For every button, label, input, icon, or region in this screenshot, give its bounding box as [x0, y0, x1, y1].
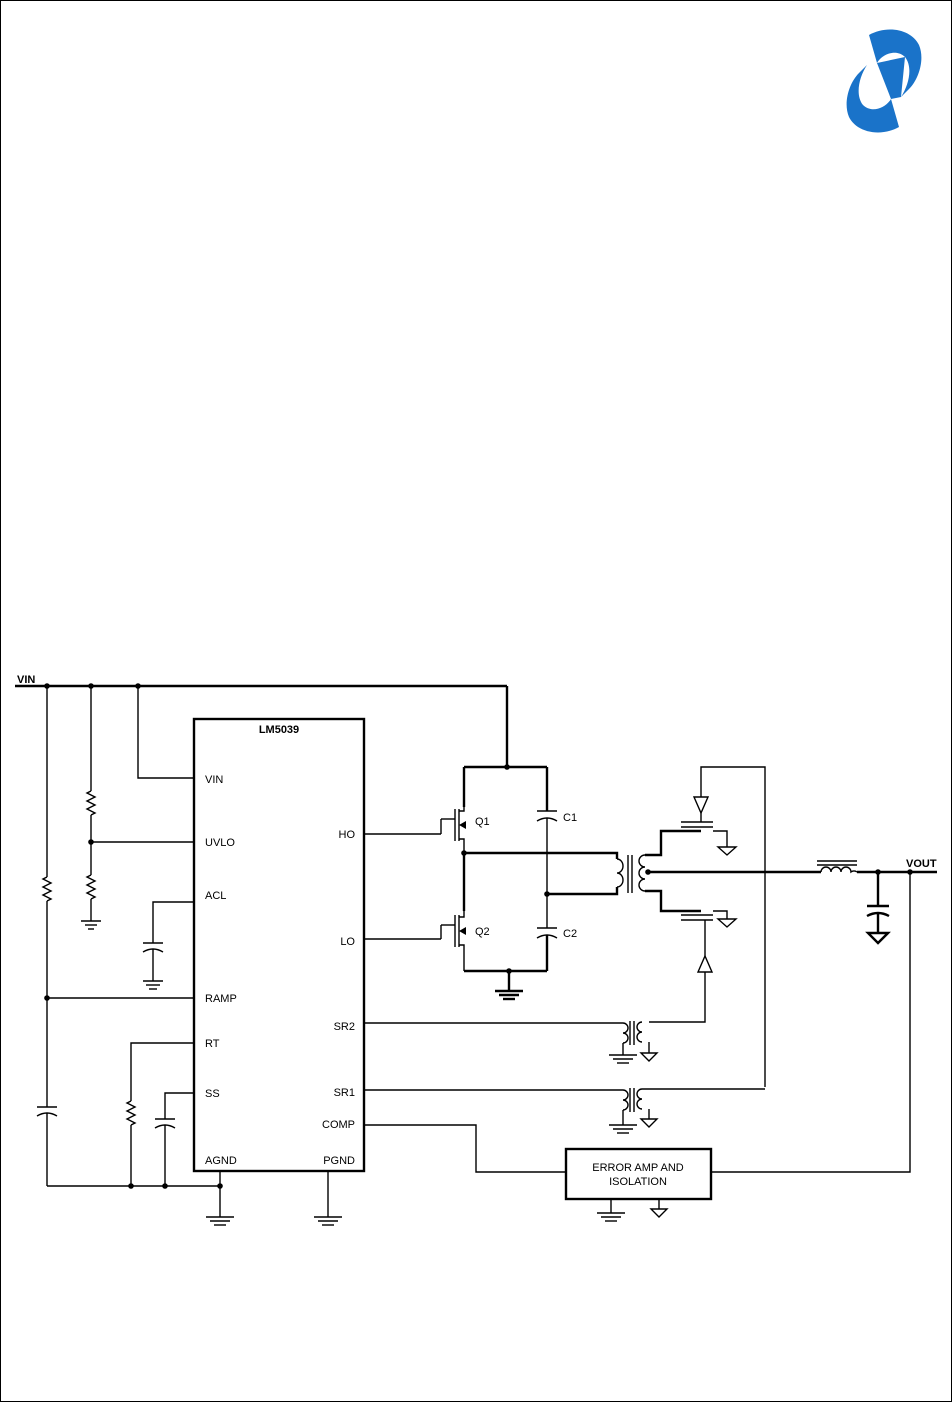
pin-sr1-label: SR1	[334, 1087, 355, 1099]
national-semiconductor-logo-icon	[846, 29, 922, 133]
vout-net-label: VOUT	[906, 858, 937, 870]
pin-pgnd-label: PGND	[323, 1155, 355, 1167]
error-amp-label-line2: ISOLATION	[609, 1176, 667, 1188]
pin-ramp-label: RAMP	[205, 993, 237, 1005]
c1-label: C1	[563, 812, 577, 824]
ic-name: LM5039	[259, 724, 299, 736]
pin-vin-label: VIN	[205, 774, 223, 786]
pin-lo-label: LO	[340, 936, 355, 948]
error-amp-label-line1: ERROR AMP AND	[592, 1162, 684, 1174]
pin-sr2-label: SR2	[334, 1021, 355, 1033]
pin-rt-label: RT	[205, 1038, 220, 1050]
q1-label: Q1	[475, 816, 490, 828]
lm5039-ic	[192, 717, 366, 1173]
pin-ss-label: SS	[205, 1088, 220, 1100]
schematic-diagram: VIN LM5039 VIN UVLO ACL RAMP RT SS AGND …	[15, 674, 937, 1226]
output-filter: VOUT	[711, 858, 937, 1173]
q2-label: Q2	[475, 926, 490, 938]
vin-net-label: VIN	[17, 674, 35, 686]
half-bridge: Q1 Q2 C1 C2	[364, 765, 577, 1001]
pin-uvlo-label: UVLO	[205, 837, 235, 849]
sync-rectifiers	[649, 766, 766, 1087]
pin-comp-label: COMP	[322, 1119, 355, 1131]
pin-agnd-label: AGND	[205, 1155, 237, 1167]
c2-label: C2	[563, 928, 577, 940]
error-amp-block: ERROR AMP AND ISOLATION	[364, 1124, 713, 1222]
gate-transformers	[364, 1021, 765, 1134]
pin-ho-label: HO	[339, 829, 356, 841]
input-network	[36, 686, 342, 1226]
main-transformer	[464, 829, 821, 913]
pin-acl-label: ACL	[205, 890, 226, 902]
